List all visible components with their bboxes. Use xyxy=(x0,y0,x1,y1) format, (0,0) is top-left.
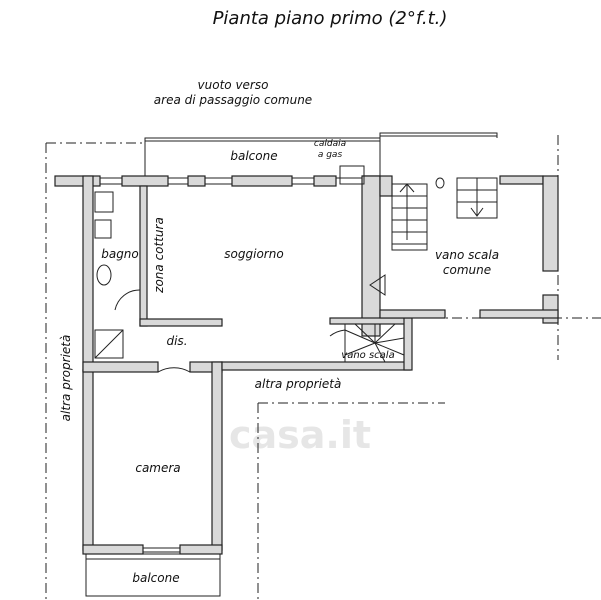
bathroom-fixtures xyxy=(94,191,124,359)
label-vano-scala-comune-1: vano scala xyxy=(435,248,499,262)
windows-top xyxy=(100,177,314,185)
label-balcone-top: balcone xyxy=(230,149,277,163)
common-stair xyxy=(369,177,498,296)
label-soggiorno: soggiorno xyxy=(224,247,283,261)
label-balcone-bottom: balcone xyxy=(132,571,179,585)
label-dis: dis. xyxy=(166,334,187,348)
label-vano-scala: vano scala xyxy=(341,350,394,361)
watermark: casa.it xyxy=(229,413,371,457)
label-bagno: bagno xyxy=(101,247,139,261)
label-zona-cottura: zona cottura xyxy=(152,217,166,294)
door-swings xyxy=(114,289,346,373)
label-a-gas: a gas xyxy=(318,150,343,160)
boiler-box xyxy=(339,165,365,185)
label-vuoto-verso: vuoto verso xyxy=(198,78,269,92)
label-altra-proprieta-left: altra proprietà xyxy=(59,335,73,422)
label-vano-scala-comune-2: comune xyxy=(443,263,491,277)
label-area-passaggio: area di passaggio comune xyxy=(154,93,312,107)
label-caldaia: caldaia xyxy=(314,139,346,149)
bottom-balcony xyxy=(85,547,221,597)
label-altra-proprieta-center: altra proprietà xyxy=(255,377,342,391)
stair-terrace xyxy=(379,132,498,178)
plan-title: Pianta piano primo (2°f.t.) xyxy=(213,8,448,29)
private-stair xyxy=(344,323,405,363)
label-camera: camera xyxy=(135,461,180,475)
walls xyxy=(54,175,559,555)
